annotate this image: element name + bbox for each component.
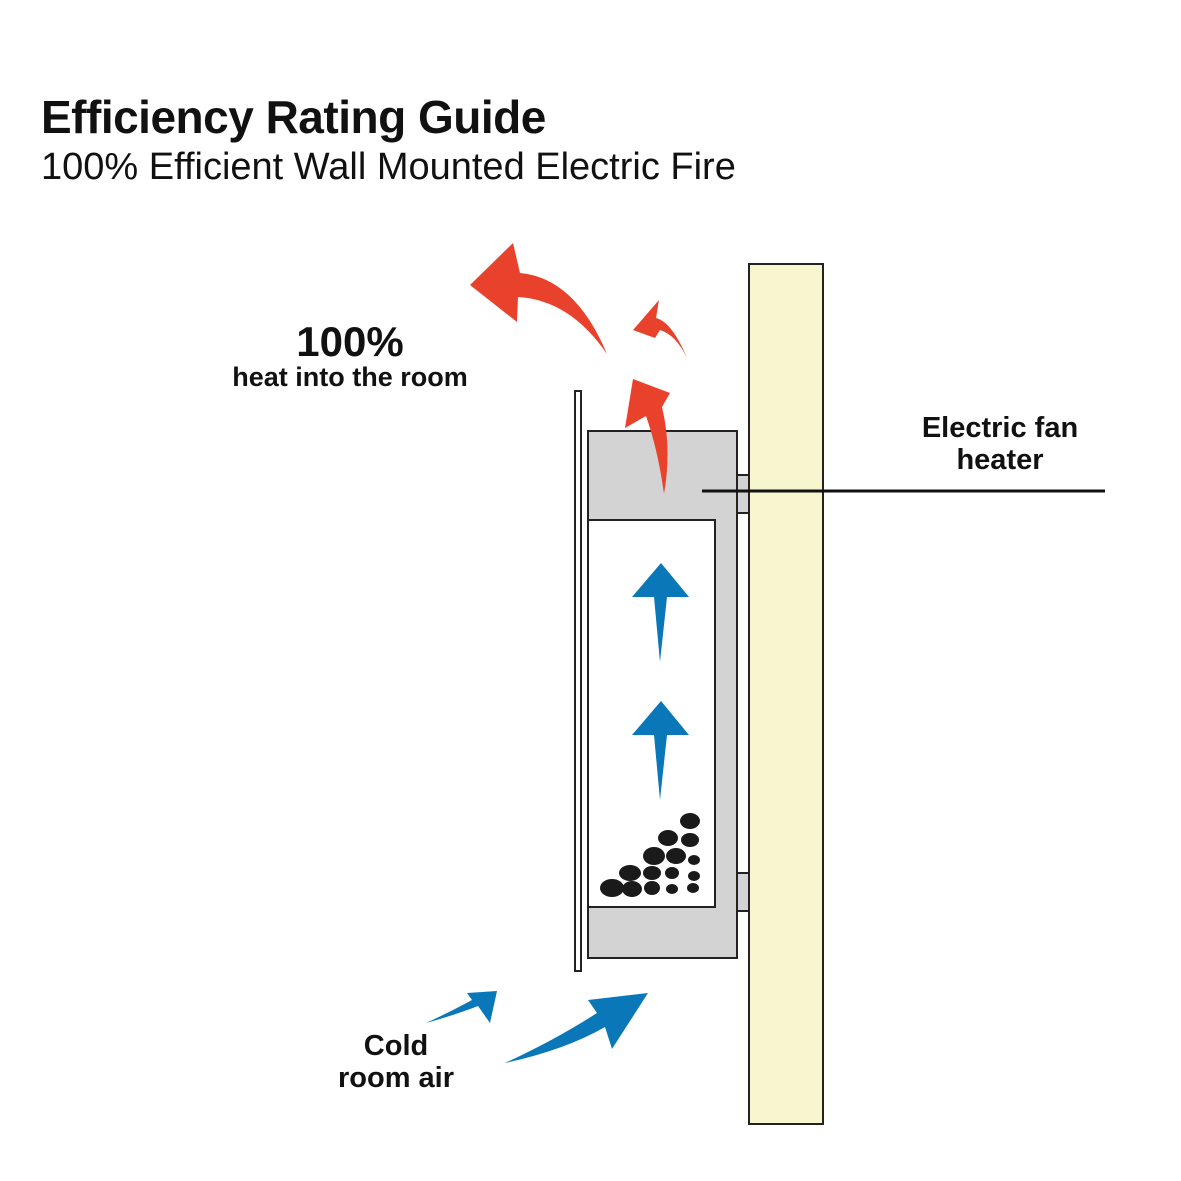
glass-panel [574,390,582,972]
cold-room-air-label: Cold room air [306,1030,486,1095]
hot-air-arrow-large [470,243,607,354]
inner-cold-air-arrow-upper [632,563,689,662]
electric-fan-heater-label: Electric fan heater [885,412,1115,477]
wall-bracket-top [736,474,750,514]
inner-cold-air-arrow-lower [632,701,689,800]
fan-heater-label-line1: Electric fan [921,412,1079,444]
heat-into-room-label: heat into the room [232,362,468,392]
efficiency-percent-label: 100% [296,318,404,365]
hot-air-arrow-small [633,300,687,358]
cold-air-arrow-large [505,993,648,1063]
page-subtitle: 100% Efficient Wall Mounted Electric Fir… [41,146,736,188]
hot-air-arrow-rising [625,379,670,494]
cold-air-arrow-small [426,991,497,1023]
cold-air-label-line1: Cold [363,1030,429,1062]
cold-air-label-line2: room air [337,1062,455,1095]
wall [748,263,824,1125]
page-title: Efficiency Rating Guide [41,91,546,143]
fan-heater-label-line2: heater [956,444,1044,477]
wall-bracket-bottom [736,872,750,912]
coal-bed [600,813,700,897]
